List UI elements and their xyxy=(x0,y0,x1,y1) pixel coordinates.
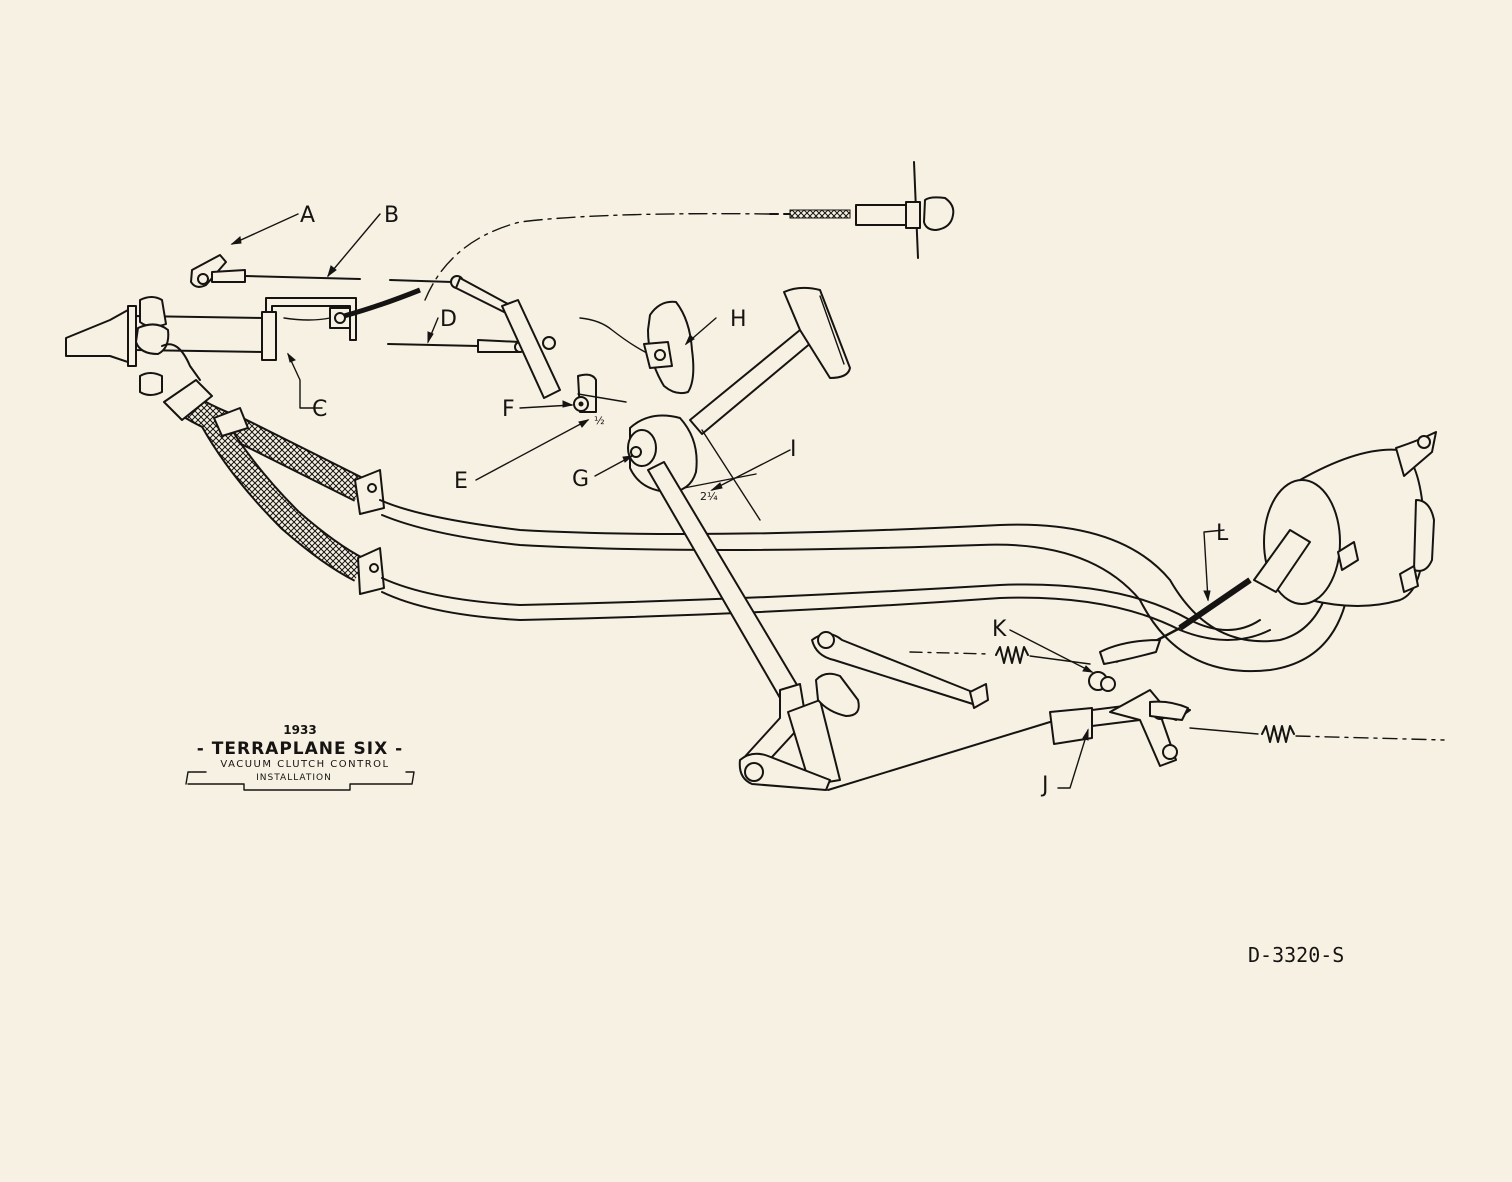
callout-f: F xyxy=(502,397,515,422)
power-cylinder xyxy=(1253,431,1437,607)
caption-subtitle: VACUUM CLUTCH CONTROL xyxy=(220,759,389,770)
callout-a: A xyxy=(300,203,315,228)
leader-lines xyxy=(230,213,1225,789)
callout-l: L xyxy=(1216,521,1229,546)
spring-k xyxy=(909,646,1116,692)
cable-l xyxy=(1099,577,1252,665)
drawing-number: D-3320-S xyxy=(1248,943,1344,967)
caption-title: - TERRAPLANE SIX - xyxy=(197,739,403,759)
callout-b: B xyxy=(384,203,399,228)
adjusting-link-j xyxy=(827,689,1445,791)
callout-e: E xyxy=(454,469,468,494)
throttle-lever-a xyxy=(190,254,361,288)
title-block: 1933 - TERRAPLANE SIX - VACUUM CLUTCH CO… xyxy=(185,723,415,791)
callout-h: H xyxy=(730,307,747,332)
connecting-rod-d xyxy=(387,299,597,413)
callout-g: G xyxy=(572,467,589,492)
clutch-pedal-assembly xyxy=(627,414,989,791)
dimension-half-inch: ½ xyxy=(594,414,605,427)
callout-i: I xyxy=(790,437,797,462)
callout-j: J xyxy=(1040,773,1049,798)
callout-c: C xyxy=(312,397,327,422)
intake-manifold xyxy=(65,296,277,396)
dash-control-knob xyxy=(769,161,955,259)
vacuum-hoses xyxy=(163,379,385,595)
brake-pedal-h xyxy=(579,286,851,435)
control-cable-dashed xyxy=(424,212,771,301)
vacuum-tubes xyxy=(379,499,1351,673)
throttle-rod-b xyxy=(389,275,509,313)
manifold-bracket xyxy=(265,287,421,361)
callout-d: D xyxy=(440,307,457,332)
dimension-two-quarter-inch: 2¼ xyxy=(700,490,718,503)
callout-k: K xyxy=(992,617,1007,642)
caption-subtitle-2: INSTALLATION xyxy=(256,773,332,783)
caption-year: 1933 xyxy=(283,723,316,737)
